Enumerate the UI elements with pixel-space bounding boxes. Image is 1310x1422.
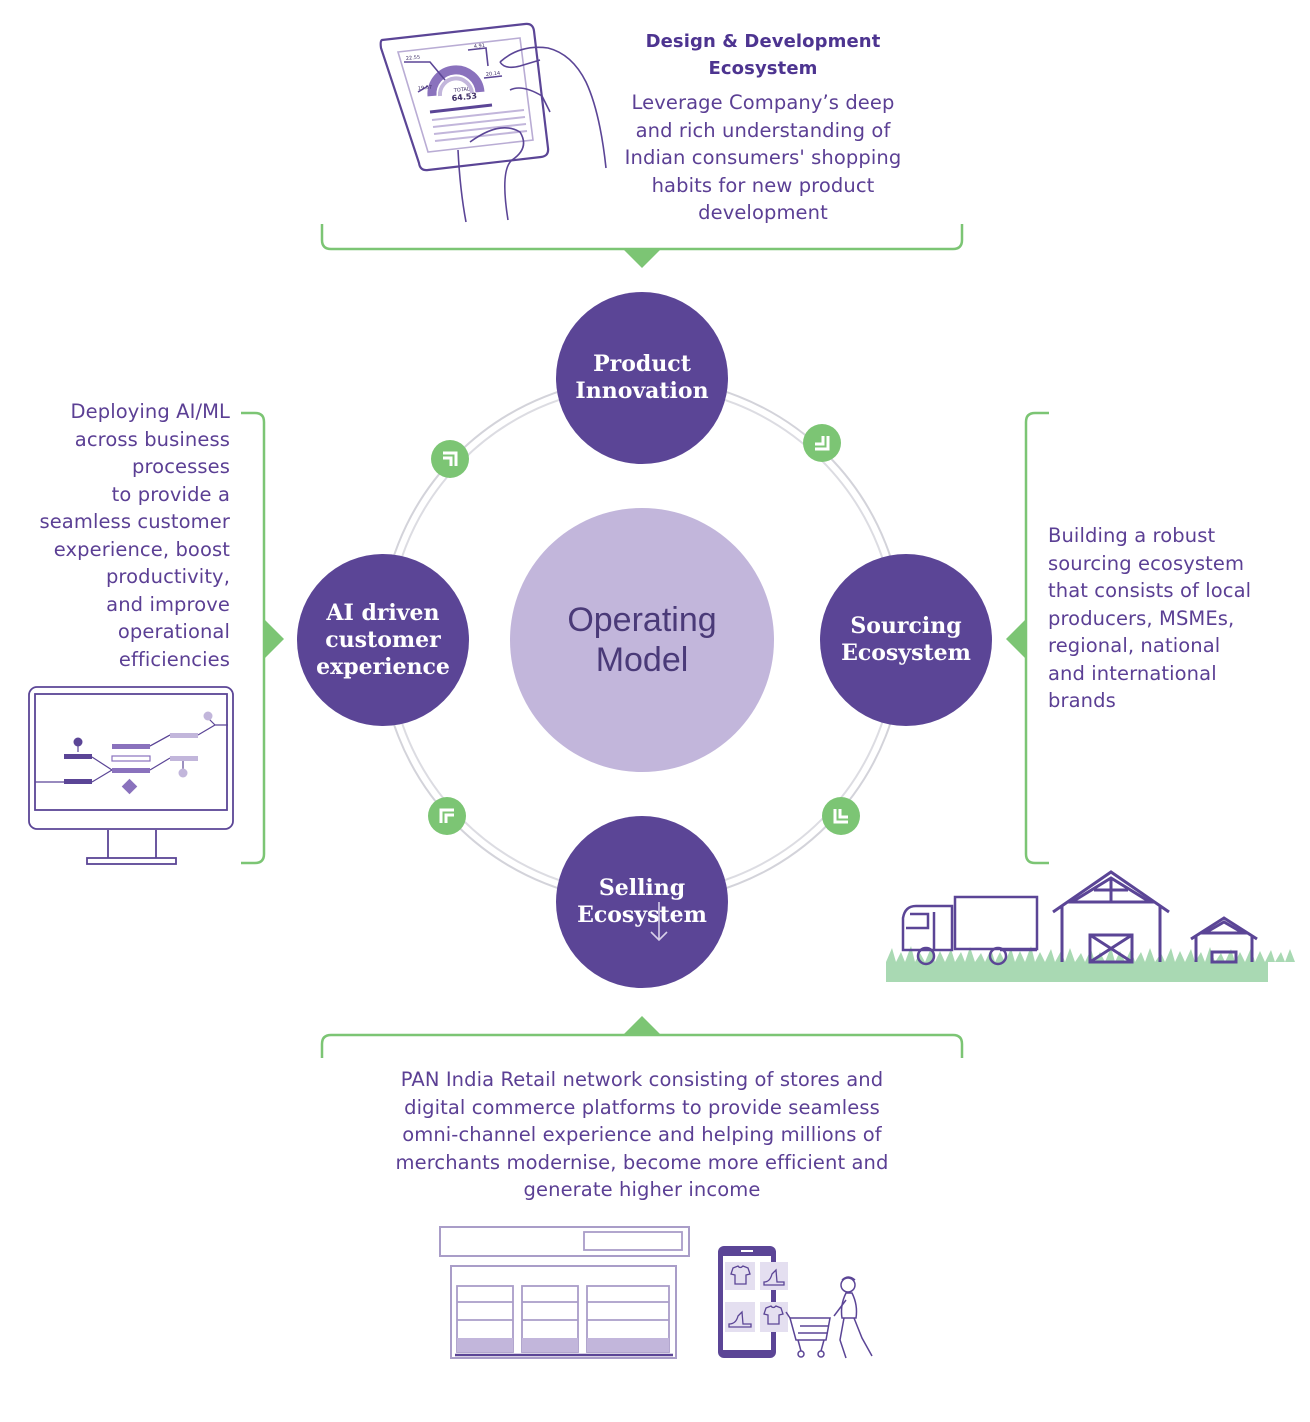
tablet-readout-label: TOTAL (453, 86, 471, 94)
design-ecosystem-description: Leverage Company’s deep and rich underst… (612, 89, 914, 227)
desc-line: merchants modernise, become more efficie… (395, 1150, 889, 1174)
store-shelves-icon (439, 1226, 690, 1359)
operating-model-core: Operating Model (510, 508, 774, 772)
title-line: Design & Development (645, 31, 881, 52)
desc-line: regional, national (1048, 634, 1221, 657)
title-line: Ecosystem (708, 58, 818, 79)
flowchart-blocks (64, 711, 213, 795)
desc-line: processes (132, 455, 230, 478)
desc-line: generate higher income (523, 1178, 761, 1201)
sourcing-description: Building a robust sourcing ecosystem tha… (1048, 522, 1298, 715)
desc-line: sourcing ecosystem (1048, 551, 1245, 575)
design-ecosystem-title: Design & Development Ecosystem (643, 28, 883, 82)
node-label-line: Ecosystem (577, 902, 707, 928)
node-label-line: AI driven (326, 599, 440, 626)
node-product-innovation: Product Innovation (556, 292, 728, 464)
desc-line: brands (1048, 689, 1116, 712)
desc-line: that consists of local (1048, 579, 1252, 602)
desc-line: productivity, (105, 565, 230, 588)
ai-ml-description: Deploying AI/ML across business processe… (20, 398, 230, 673)
truck-farm-icon (886, 870, 1295, 982)
desc-line: across business (74, 427, 230, 451)
node-label-line: Product (593, 351, 691, 377)
bottom-bracket (320, 1033, 964, 1058)
node-sourcing-ecosystem: Sourcing Ecosystem (820, 554, 992, 726)
desc-line: Building a robust (1048, 524, 1216, 547)
node-label-line: Innovation (575, 378, 709, 404)
right-bracket-pointer (1006, 620, 1025, 658)
node-selling-ecosystem: Selling Ecosystem (556, 816, 728, 988)
core-line: Model (595, 641, 689, 679)
tablet-dashboard-icon (379, 22, 607, 223)
node-label-line: customer (325, 626, 441, 653)
left-bracket (241, 411, 266, 865)
tablet-reading: 22.55 (406, 55, 421, 62)
desc-line: habits for new product (651, 173, 875, 197)
desc-line: and improve (106, 592, 230, 616)
desc-line: development (698, 201, 828, 224)
desc-line: efficiencies (118, 647, 230, 671)
core-line: Operating (567, 601, 717, 639)
tablet-readout-value: 64.53 (451, 91, 477, 103)
mobile-shopping-icon (718, 1246, 788, 1358)
node-ai-customer-experience: AI driven customer experience (297, 554, 469, 726)
flow-arrow-icon (431, 440, 469, 478)
desc-line: digital commerce platforms to provide se… (404, 1095, 880, 1119)
right-bracket (1024, 411, 1049, 865)
desc-line: PAN India Retail network consisting of s… (400, 1068, 884, 1091)
desc-line: operational (117, 620, 230, 643)
left-bracket-pointer (265, 620, 284, 658)
flow-arrow-icon (803, 424, 841, 462)
desc-line: omni-channel experience and helping mill… (402, 1123, 882, 1146)
top-bracket-pointer (624, 250, 660, 268)
shopper-with-cart-icon (785, 1276, 873, 1359)
desc-line: Indian consumers' shopping (624, 146, 902, 169)
flow-arrow-icon (428, 797, 466, 835)
desc-line: to provide a (111, 482, 230, 506)
node-label-line: experience (316, 653, 450, 680)
tablet-reading: 20.14 (486, 71, 501, 78)
desc-line: and international (1048, 661, 1217, 685)
desc-line: experience, boost (53, 537, 230, 561)
desc-line: Deploying AI/ML (70, 400, 230, 423)
desc-line: and rich understanding of (635, 118, 891, 142)
node-label-line: Ecosystem (841, 640, 971, 666)
top-bracket (320, 224, 964, 251)
node-label-line: Selling (598, 875, 686, 901)
monitor-flowchart-icon (28, 686, 234, 865)
flow-arrow-icon (822, 797, 860, 835)
tablet-reading: 19.57 (418, 85, 433, 92)
tablet-reading: 4.91 (474, 43, 486, 50)
bottom-bracket-pointer (624, 1016, 660, 1034)
desc-line: producers, MSMEs, (1048, 606, 1235, 630)
desc-line: Leverage Company’s deep (631, 91, 895, 114)
desc-line: seamless customer (39, 510, 230, 533)
selling-description: PAN India Retail network consisting of s… (362, 1066, 922, 1204)
node-label-line: Sourcing (850, 613, 962, 639)
